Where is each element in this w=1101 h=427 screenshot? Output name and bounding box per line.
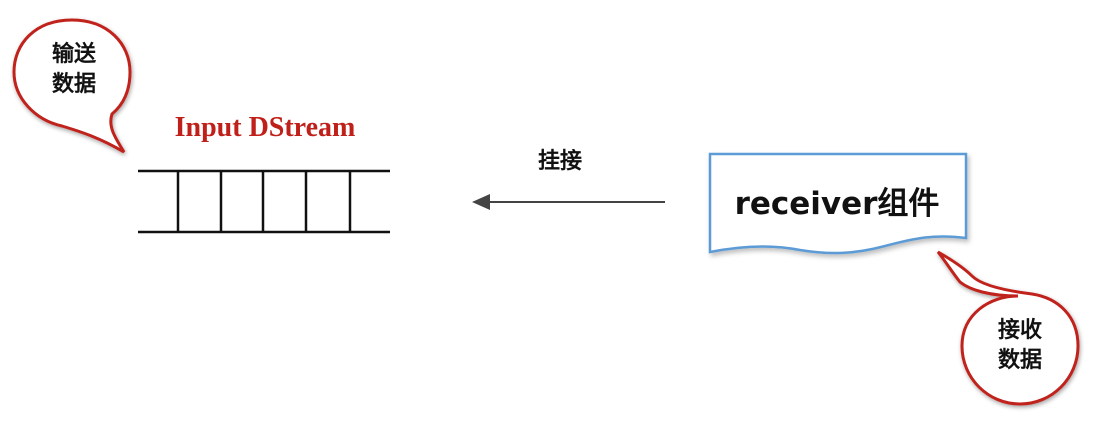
receive-data-bubble-text: 接收 数据 [980, 316, 1060, 376]
receive-data-line-2: 数据 [997, 348, 1042, 373]
receive-data-line-1: 接收 [997, 318, 1042, 343]
input-dstream-title: Input DStream [174, 112, 356, 143]
send-data-line-1: 输送 [51, 42, 96, 67]
receiver-box [708, 152, 968, 255]
input-dstream-ladder [138, 169, 390, 234]
receiver-component-label: receiver组件 [734, 186, 940, 222]
send-data-bubble [12, 18, 132, 154]
send-data-bubble-text: 输送 数据 [34, 40, 114, 100]
receive-data-bubble [936, 250, 1080, 406]
send-data-line-2: 数据 [51, 72, 96, 97]
attach-label: 挂接 [537, 149, 582, 174]
